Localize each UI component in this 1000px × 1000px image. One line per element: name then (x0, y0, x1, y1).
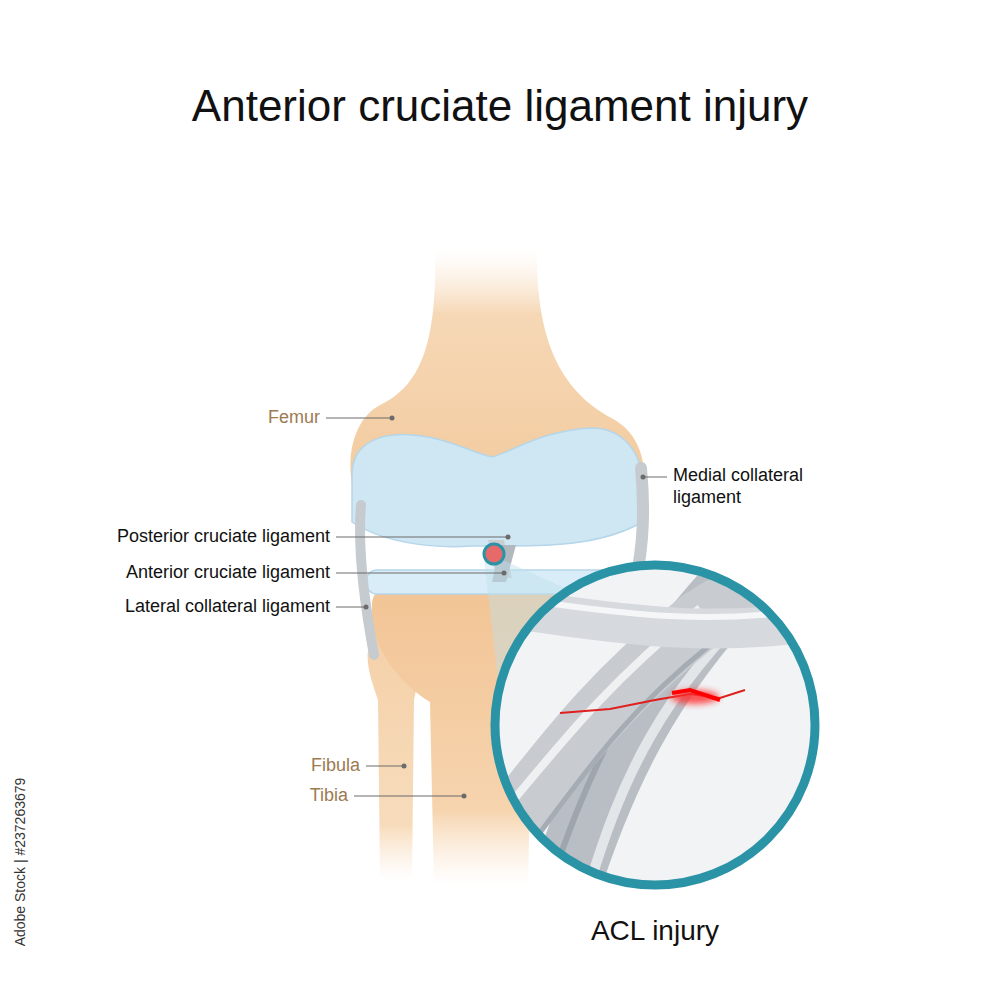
part-label: Femur (268, 407, 320, 429)
part-label: Posterior cruciate ligament (117, 526, 330, 548)
diagram-title: Anterior cruciate ligament injury (0, 80, 1000, 133)
injury-marker (484, 544, 504, 564)
zoom-caption: ACL injury (505, 914, 805, 948)
zoom-ligament (480, 555, 860, 900)
part-label: Lateral collateral ligament (125, 596, 330, 618)
part-label: Anterior cruciate ligament (126, 562, 330, 584)
part-label: Medial collateral ligament (673, 465, 843, 508)
lateral-collateral-ligament (360, 505, 374, 655)
leader-lines (326, 418, 667, 796)
watermark: Adobe Stock | #237263679 (12, 778, 29, 947)
part-label: Tibia (310, 785, 348, 807)
part-label: Fibula (311, 755, 360, 777)
articular-cartilage (352, 428, 642, 547)
leader-dots (364, 416, 646, 799)
zoom-frame (495, 565, 815, 885)
